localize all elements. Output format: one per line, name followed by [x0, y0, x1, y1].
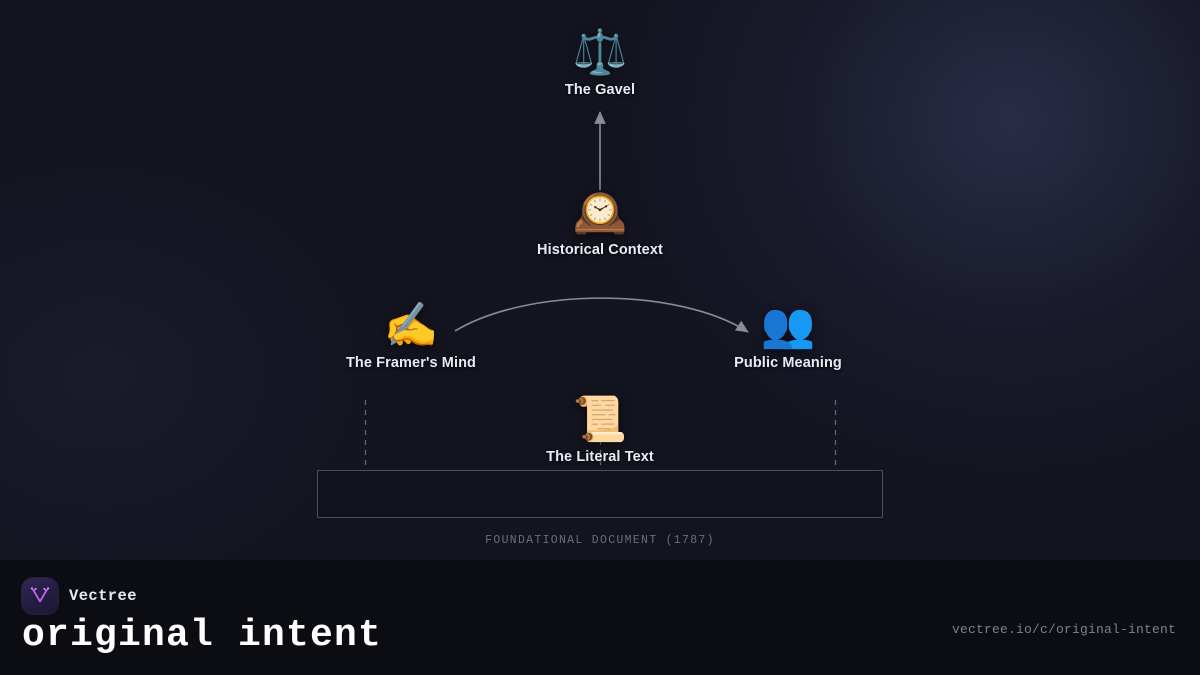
diagram-node-label: Historical Context: [537, 242, 663, 258]
brand-name: Vectree: [69, 587, 137, 605]
diagram-node-label: The Literal Text: [546, 449, 654, 465]
footer-bar: Vectree original intent: [0, 560, 1200, 675]
diagram-node-label: Public Meaning: [734, 355, 842, 371]
foundation-slab: [317, 470, 883, 518]
diagram-node-label: The Gavel: [564, 82, 636, 98]
diagram-node-historical-context[interactable]: 🕰️ Historical Context: [480, 187, 720, 259]
vectree-tree-logo-icon: [22, 578, 58, 614]
diagram-node-public-meaning[interactable]: 👥 Public Meaning: [668, 300, 908, 372]
diagram-node-label: The Framer's Mind: [345, 355, 477, 371]
mantelpiece-clock-icon: 🕰️: [572, 187, 628, 238]
two-people-icon: 👥: [760, 300, 816, 351]
footer-url: vectree.io/c/original-intent: [951, 622, 1176, 637]
brand-lockup[interactable]: Vectree: [22, 578, 137, 614]
writing-hand-icon: ✍️: [383, 300, 439, 351]
diagram-node-literal-text[interactable]: 📜 The Literal Text: [480, 394, 720, 466]
foundation-caption: FOUNDATIONAL DOCUMENT (1787): [485, 534, 715, 547]
scroll-icon: 📜: [572, 394, 628, 445]
page-title: original intent: [22, 614, 383, 657]
diagram-node-framers-mind[interactable]: ✍️ The Framer's Mind: [291, 300, 531, 372]
balance-scale-icon: ⚖️: [572, 27, 628, 78]
diagram-node-gavel[interactable]: ⚖️ The Gavel: [480, 27, 720, 99]
concept-diagram: ⚖️ The Gavel 🕰️ Historical Context ✍️ Th…: [291, 27, 908, 547]
